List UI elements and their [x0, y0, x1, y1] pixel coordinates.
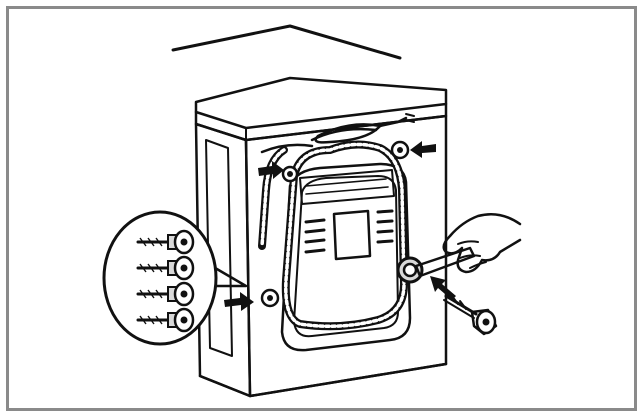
bolt-hole-bottom-left: [260, 288, 280, 308]
back-panel-details: [258, 113, 424, 352]
arrow-right-icon: [258, 161, 284, 179]
transit-bolt-icon: [136, 281, 195, 307]
transit-bolt-icon: [136, 229, 195, 255]
bolt-hole-top-left: [281, 165, 299, 183]
arrow-right-icon: [224, 292, 254, 311]
hand-with-wrench-icon: [414, 213, 522, 278]
transit-bolt-icon: [136, 307, 195, 333]
figure-border: [6, 6, 637, 411]
transit-bolt-icon: [136, 255, 195, 281]
arrow-up-left-icon: [430, 276, 456, 300]
bolt-callout-bubble: [102, 210, 248, 346]
bolt-hole-bottom-right: [396, 256, 424, 284]
removed-transit-bolt-icon: [443, 294, 498, 336]
arrow-left-icon: [410, 141, 436, 158]
bolt-hole-top-right: [390, 140, 410, 160]
